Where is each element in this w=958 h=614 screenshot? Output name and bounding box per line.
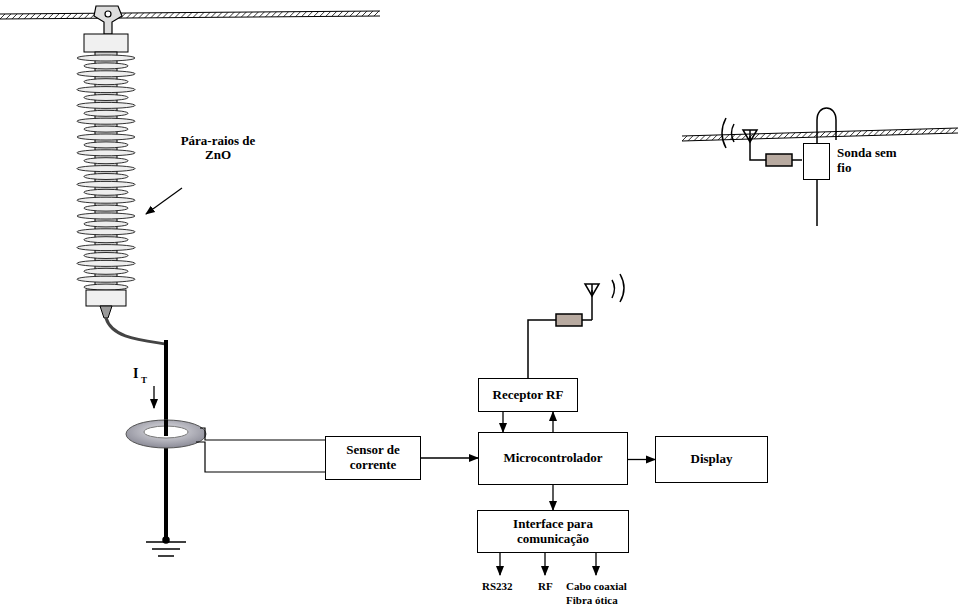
- box-label: Receptor RF: [493, 388, 564, 403]
- arrester-clamp: [94, 6, 122, 34]
- box-label: Sensor de corrente: [331, 443, 415, 473]
- power-line: [0, 11, 380, 19]
- box-label: Interface para comunicação: [483, 517, 623, 547]
- box-label: Display: [691, 452, 733, 467]
- process-box: Display: [655, 436, 768, 483]
- probe-label: Sonda sem fio: [837, 146, 897, 176]
- current-arrow: [153, 386, 154, 408]
- leader-line: [146, 188, 182, 214]
- ground-symbol: [146, 537, 186, 556]
- probe-box: Sonda sem fio: [803, 143, 830, 180]
- connector-arrow: [552, 412, 553, 432]
- wireless-probe: [722, 108, 836, 226]
- box-label: Microcontrolador: [503, 451, 602, 466]
- current-transformer: [126, 420, 206, 448]
- process-box: Receptor RF: [478, 378, 578, 412]
- current-subscript: T: [141, 376, 147, 386]
- process-box: Interface para comunicação: [477, 510, 629, 553]
- part-label: Pára-raios de ZnO: [178, 134, 258, 163]
- port-label: RS232: [482, 580, 513, 592]
- connector-arrow: [552, 485, 553, 510]
- connector-arrow: [628, 459, 655, 460]
- current-symbol: I: [133, 366, 138, 381]
- antenna: [528, 274, 624, 378]
- connector-arrow: [502, 412, 503, 432]
- ct-lead: [196, 442, 325, 472]
- surge-arrester: [77, 34, 135, 318]
- lead-wire: [106, 318, 166, 344]
- connector-arrow: [421, 457, 478, 458]
- process-box: Sensor de corrente: [325, 436, 421, 480]
- port-label: RF: [538, 580, 553, 592]
- ct-lead: [200, 428, 325, 440]
- port-label: Cabo coaxial: [566, 580, 627, 592]
- port-label: Fibra ótica: [566, 594, 618, 606]
- process-box: Microcontrolador: [478, 432, 628, 485]
- output-arrow: [500, 553, 596, 575]
